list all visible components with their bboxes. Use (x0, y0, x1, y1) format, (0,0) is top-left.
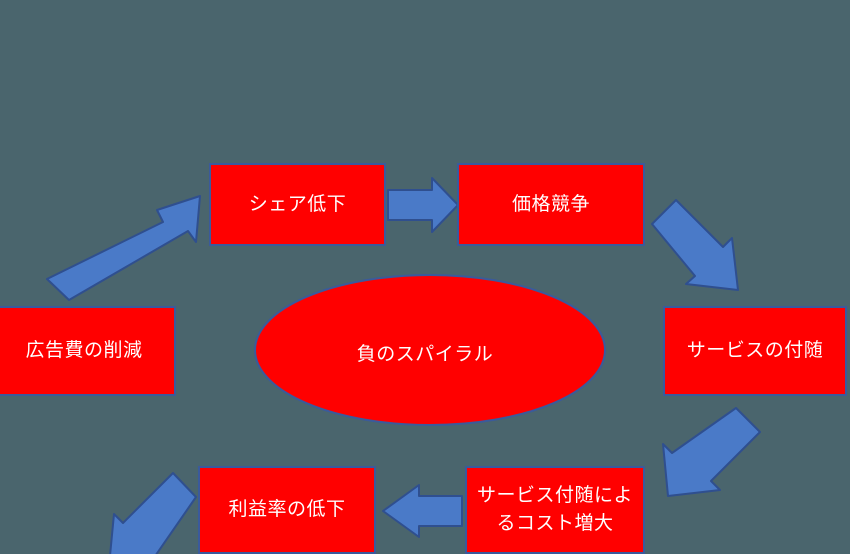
node-service-add-on-label: サービスの付随 (686, 340, 824, 362)
arrow-ad-to-share (46, 195, 201, 301)
arrow-price-to-service (651, 199, 739, 291)
arrow-profit-to-ad (109, 472, 197, 554)
node-ad-spend-cut-label: 広告費の削減 (25, 340, 143, 362)
node-price-competition-label: 価格競争 (511, 193, 590, 215)
arrow-cost-to-profit (382, 484, 463, 538)
node-cost-increase-label: サービス付随によ るコスト増大 (476, 485, 633, 534)
node-share-decline[interactable]: シェア低下 (209, 163, 386, 246)
node-ad-spend-cut[interactable]: 広告費の削減 (0, 306, 176, 396)
node-cost-increase[interactable]: サービス付随によ るコスト増大 (465, 466, 645, 554)
node-profit-margin-decline-label: 利益率の低下 (228, 499, 346, 521)
arrow-share-to-price (387, 177, 459, 233)
node-profit-margin-decline[interactable]: 利益率の低下 (198, 466, 376, 554)
node-price-competition[interactable]: 価格競争 (457, 163, 645, 246)
node-service-add-on[interactable]: サービスの付随 (663, 306, 847, 396)
arrow-service-to-cost (662, 407, 761, 497)
node-share-decline-label: シェア低下 (248, 193, 347, 215)
center-ellipse (254, 274, 606, 426)
center-ellipse-label: 負のスパイラル (356, 344, 494, 365)
